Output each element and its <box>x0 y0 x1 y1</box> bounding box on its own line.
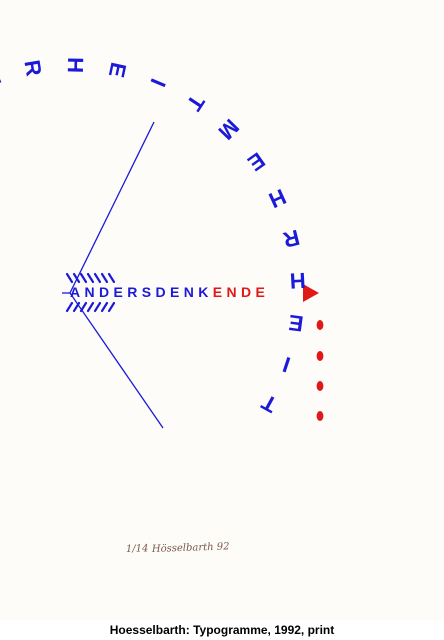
arc-text-mehrheit: MEHRHEITMEHRHEITMEHRHEIT <box>0 57 306 418</box>
red-drop <box>316 320 324 330</box>
fletching-mark <box>93 301 102 313</box>
arc-letter: H <box>0 67 6 90</box>
arc-letter: R <box>19 58 46 78</box>
arc-letter: T <box>257 389 281 418</box>
arc-letter: T <box>181 90 210 115</box>
arc-letter: E <box>287 310 305 337</box>
bowstring-line <box>69 121 164 429</box>
fletching-mark <box>72 301 81 313</box>
arc-letter: I <box>280 352 294 378</box>
arrow-text-andersdenk: ANDERSDENK <box>70 284 213 300</box>
arrow-text-ende: ENDE <box>213 284 270 300</box>
red-drop <box>316 381 324 391</box>
fletching-mark <box>93 272 102 284</box>
arc-letter: H <box>265 184 290 213</box>
fletching-mark <box>100 272 109 284</box>
arrow-shaft-text: ANDERSDENKENDE <box>70 284 269 300</box>
fletching-mark <box>86 272 95 284</box>
fletching-mark <box>86 301 95 313</box>
arc-letter: H <box>289 268 306 294</box>
arc-letter: E <box>104 60 132 80</box>
bow-lines <box>62 121 164 429</box>
arrowhead <box>303 284 319 302</box>
red-drops <box>316 320 324 421</box>
fletching-mark <box>65 301 74 313</box>
fletching-mark <box>79 272 88 284</box>
arc-letter: E <box>243 147 269 176</box>
arc-letter: R <box>281 225 303 253</box>
fletching-mark <box>107 272 116 284</box>
fletching-mark <box>79 301 88 313</box>
fletching-mark <box>107 301 116 313</box>
edition-number: 1/14 <box>126 543 149 555</box>
red-drop <box>316 351 324 361</box>
artist-signature: Hösselbarth 92 <box>151 541 230 555</box>
arrow-fletching <box>65 272 116 313</box>
fletching-mark <box>72 272 81 284</box>
red-drop <box>316 411 324 421</box>
image-caption: Hoesselbarth: Typogramme, 1992, print <box>109 623 335 637</box>
arc-letter: H <box>63 57 88 73</box>
arc-letter: M <box>213 114 244 145</box>
arc-letter: I <box>145 75 170 90</box>
fletching-mark <box>65 272 74 284</box>
typogram-artwork: ANDERSDENKENDE MEHRHEITMEHRHEITMEHRHEIT … <box>0 57 324 555</box>
fletching-mark <box>100 301 109 313</box>
